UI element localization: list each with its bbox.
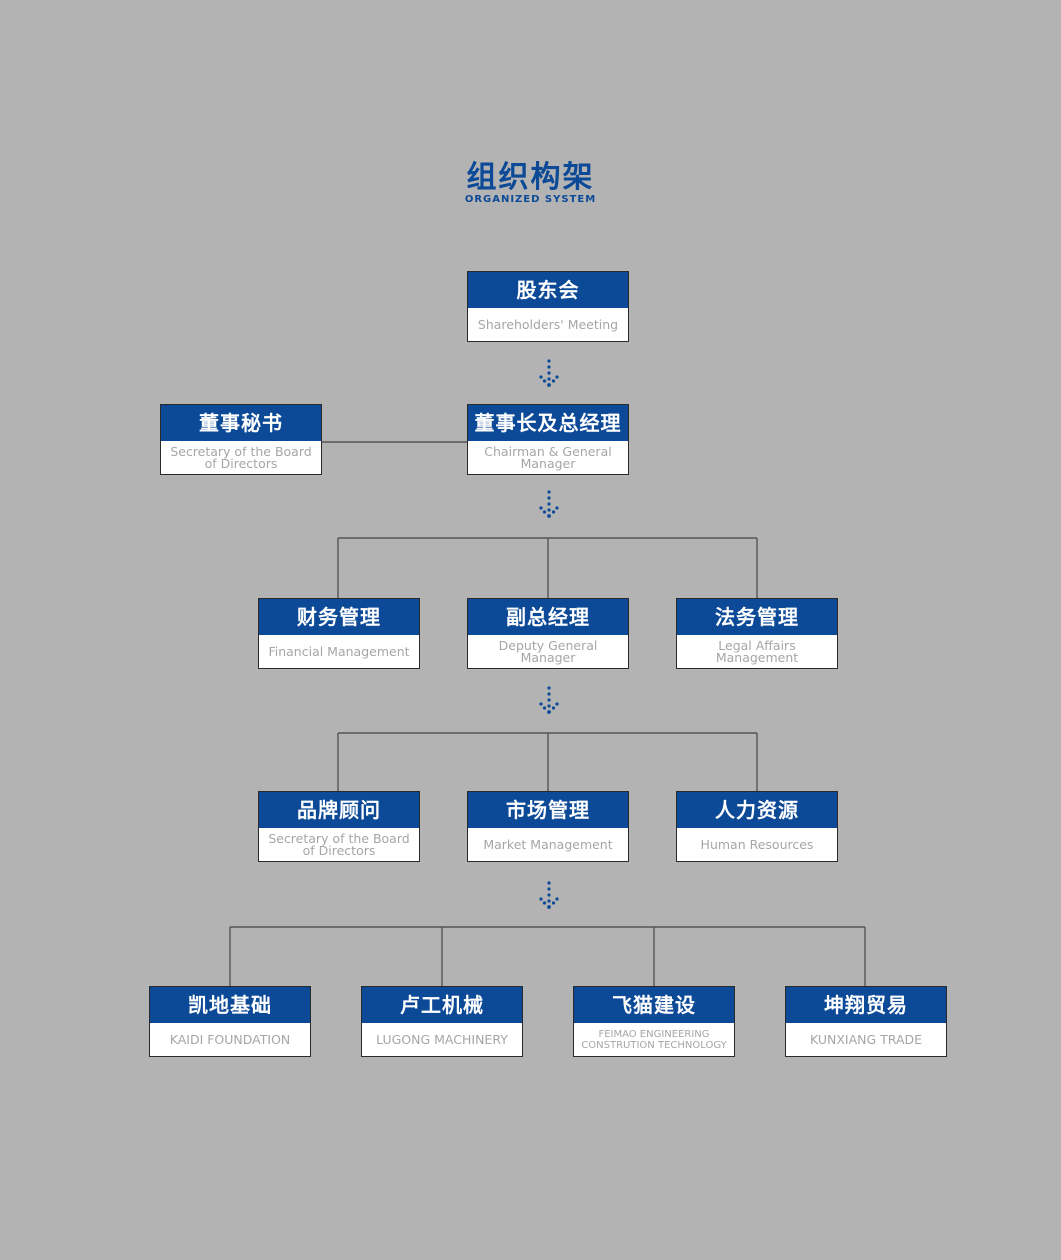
- node-title: 董事长及总经理: [468, 405, 628, 441]
- page-subtitle: ORGANIZED SYSTEM: [464, 194, 597, 205]
- node-lugong: 卢工机械 LUGONG MACHINERY: [361, 986, 523, 1057]
- node-subtitle: Chairman & General Manager: [484, 443, 612, 471]
- node-subtitle: Human Resources: [700, 836, 814, 852]
- node-title: 副总经理: [468, 599, 628, 635]
- node-title: 卢工机械: [362, 987, 522, 1023]
- node-title: 法务管理: [677, 599, 837, 635]
- node-kunxiang: 坤翔贸易 KUNXIANG TRADE: [785, 986, 947, 1057]
- node-hr: 人力资源 Human Resources: [676, 791, 838, 862]
- node-title: 市场管理: [468, 792, 628, 828]
- node-subtitle: LUGONG MACHINERY: [376, 1031, 508, 1047]
- node-kaidi: 凯地基础 KAIDI FOUNDATION: [149, 986, 311, 1057]
- dotted-down-arrow-icon: [539, 359, 559, 387]
- node-title: 董事秘书: [161, 405, 321, 441]
- node-subtitle: KUNXIANG TRADE: [809, 1031, 923, 1047]
- node-finance: 财务管理 Financial Management: [258, 598, 420, 669]
- dotted-down-arrow-icon: [539, 686, 559, 714]
- node-deputy: 副总经理 Deputy General Manager: [467, 598, 629, 669]
- node-subtitle: FEIMAO ENGINEERING CONSTRUTION TECHNOLOG…: [581, 1028, 727, 1051]
- node-subtitle: KAIDI FOUNDATION: [169, 1031, 291, 1047]
- node-title: 品牌顾问: [259, 792, 419, 828]
- node-feimao: 飞猫建设 FEIMAO ENGINEERING CONSTRUTION TECH…: [573, 986, 735, 1057]
- node-title: 坤翔贸易: [786, 987, 946, 1023]
- node-subtitle: Legal Affairs Management: [715, 637, 799, 665]
- node-title: 股东会: [468, 272, 628, 308]
- node-title: 飞猫建设: [574, 987, 734, 1023]
- node-secretary: 董事秘书 Secretary of the Board of Directors: [160, 404, 322, 475]
- node-market: 市场管理 Market Management: [467, 791, 629, 862]
- node-title: 凯地基础: [150, 987, 310, 1023]
- node-chairman: 董事长及总经理 Chairman & General Manager: [467, 404, 629, 475]
- node-brand: 品牌顾问 Secretary of the Board of Directors: [258, 791, 420, 862]
- node-subtitle: Shareholders' Meeting: [477, 316, 619, 332]
- dotted-down-arrow-icon: [539, 490, 559, 518]
- dotted-down-arrow-icon: [539, 881, 559, 909]
- node-subtitle: Financial Management: [268, 643, 410, 659]
- node-subtitle: Deputy General Manager: [498, 637, 598, 665]
- node-subtitle: Secretary of the Board of Directors: [170, 443, 312, 471]
- node-legal: 法务管理 Legal Affairs Management: [676, 598, 838, 669]
- node-subtitle: Secretary of the Board of Directors: [268, 830, 410, 858]
- node-subtitle: Market Management: [483, 836, 613, 852]
- node-title: 人力资源: [677, 792, 837, 828]
- page-title: 组织构架: [466, 160, 595, 195]
- node-title: 财务管理: [259, 599, 419, 635]
- node-shareholders: 股东会 Shareholders' Meeting: [467, 271, 629, 342]
